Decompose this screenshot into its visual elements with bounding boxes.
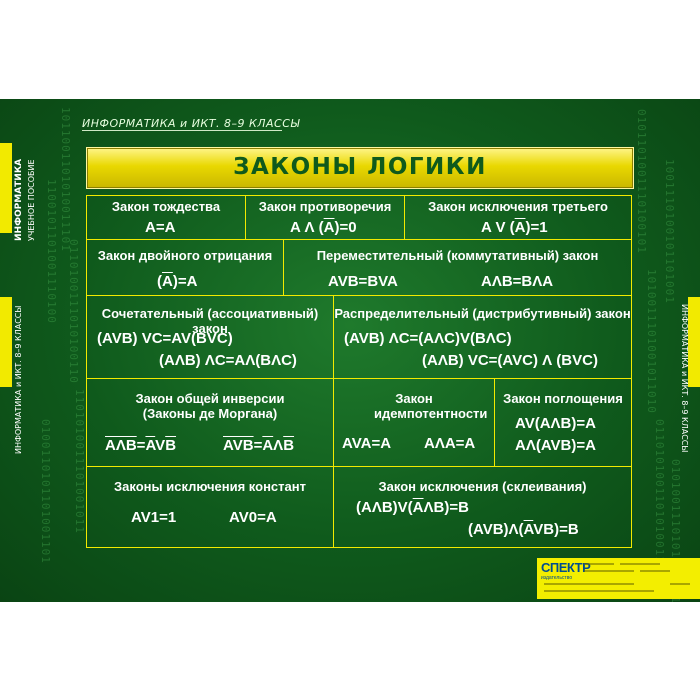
law-title: Сочетательный (ассоциативный) закон (101, 306, 319, 336)
formula: AV0=A (229, 509, 277, 526)
cell-constants: Законы исключения констант AV1=1 AV0=A (86, 466, 334, 548)
formula: A=A (145, 219, 176, 236)
formula: AV(AΛB)=A (515, 415, 596, 432)
law-title: Закон тождества (111, 199, 221, 214)
cell-idempotence: Закон идемпотентности AVA=A AΛA=A (333, 378, 495, 467)
formula: (AVB) VC=AV(BVC) (97, 330, 233, 347)
formula: (AΛB) ΛC=AΛ(BΛC) (159, 352, 297, 369)
formula: AVA=A (342, 435, 392, 452)
credits-block (537, 558, 700, 599)
left-yellow-strip (0, 143, 12, 233)
cell-de-morgan: Закон общей инверсии (Законы де Моргана)… (86, 378, 334, 467)
law-title: Закон двойного отрицания (97, 248, 273, 263)
formula: AΛB=AVB (105, 437, 177, 454)
fine-print (620, 563, 660, 565)
cell-contradiction: Закон противоречия A Λ (A)=0 (245, 195, 405, 240)
fine-print (584, 570, 634, 572)
title-banner: ЗАКОНЫ ЛОГИКИ (86, 147, 634, 189)
cell-gluing: Закон исключения (склеивания) (AΛB)V(AΛB… (333, 466, 632, 548)
formula: (A)=A (157, 273, 198, 290)
fine-print (544, 583, 634, 585)
law-title: Распределительный (дистрибутивный) закон (334, 306, 631, 321)
side-subject: ИНФОРМАТИКА (14, 158, 24, 241)
side-type: УЧЕБНОЕ ПОСОБИЕ (27, 159, 36, 241)
cell-absorption: Закон поглощения AV(AΛB)=A AΛ(AVB)=A (494, 378, 632, 467)
law-title: Переместительный (коммутативный) закон (316, 248, 599, 263)
law-title: Закон общей инверсии (Законы де Моргана) (135, 391, 285, 421)
cell-commutative: Переместительный (коммутативный) закон A… (283, 239, 632, 296)
series-underline (82, 130, 282, 131)
side-series-right: ИНФОРМАТИКА и ИКТ. 8–9 КЛАССЫ (680, 304, 689, 453)
cell-excluded-third: Закон исключения третьего A V (A)=1 (404, 195, 632, 240)
fine-print (640, 570, 670, 572)
cell-double-negation: Закон двойного отрицания (A)=A (86, 239, 284, 296)
right-yellow-strip (688, 297, 700, 387)
law-title: Законы исключения констант (114, 479, 306, 494)
cell-identity: Закон тождества A=A (86, 195, 246, 240)
fine-print (544, 590, 654, 592)
law-title: Закон исключения третьего (428, 199, 608, 214)
law-title: Закон противоречия (258, 199, 392, 214)
page-title: ЗАКОНЫ ЛОГИКИ (233, 154, 487, 180)
fine-print (670, 583, 690, 585)
formula: AVB=AΛB (223, 437, 295, 454)
law-title: Закон исключения (склеивания) (378, 479, 587, 494)
series-title: ИНФОРМАТИКА и ИКТ. 8–9 КЛАССЫ (82, 117, 300, 130)
formula: (AΛB) VC=(AVC) Λ (BVC) (422, 352, 598, 369)
cell-distributive: Распределительный (дистрибутивный) закон… (333, 295, 632, 379)
left-yellow-strip-2 (0, 297, 12, 387)
poster: 1011001101010011101 0110100111010100110 … (0, 99, 700, 602)
formula: A Λ (A)=0 (290, 219, 357, 236)
formula: AV1=1 (131, 509, 177, 526)
cell-associative: Сочетательный (ассоциативный) закон (AVB… (86, 295, 334, 379)
formula: AΛB=BΛA (481, 273, 554, 290)
formula: AΛA=A (424, 435, 476, 452)
formula: AΛ(AVB)=A (515, 437, 596, 454)
law-title: Закон поглощения (503, 391, 623, 406)
law-title: Закон идемпотентности (374, 391, 488, 421)
formula: AVB=BVA (328, 273, 398, 290)
formula: (AVB)Λ(AVB)=B (468, 521, 579, 538)
fine-print (584, 563, 614, 565)
formula: (AΛB)V(AΛB)=B (356, 499, 469, 516)
side-series-left: ИНФОРМАТИКА и ИКТ. 8–9 КЛАССЫ (14, 305, 23, 454)
publisher-sub: издательство (541, 575, 573, 581)
formula: A V (A)=1 (481, 219, 548, 236)
formula: (AVB) ΛC=(AΛC)V(BΛC) (344, 330, 512, 347)
publisher-logo: СПЕКТР (541, 560, 591, 575)
